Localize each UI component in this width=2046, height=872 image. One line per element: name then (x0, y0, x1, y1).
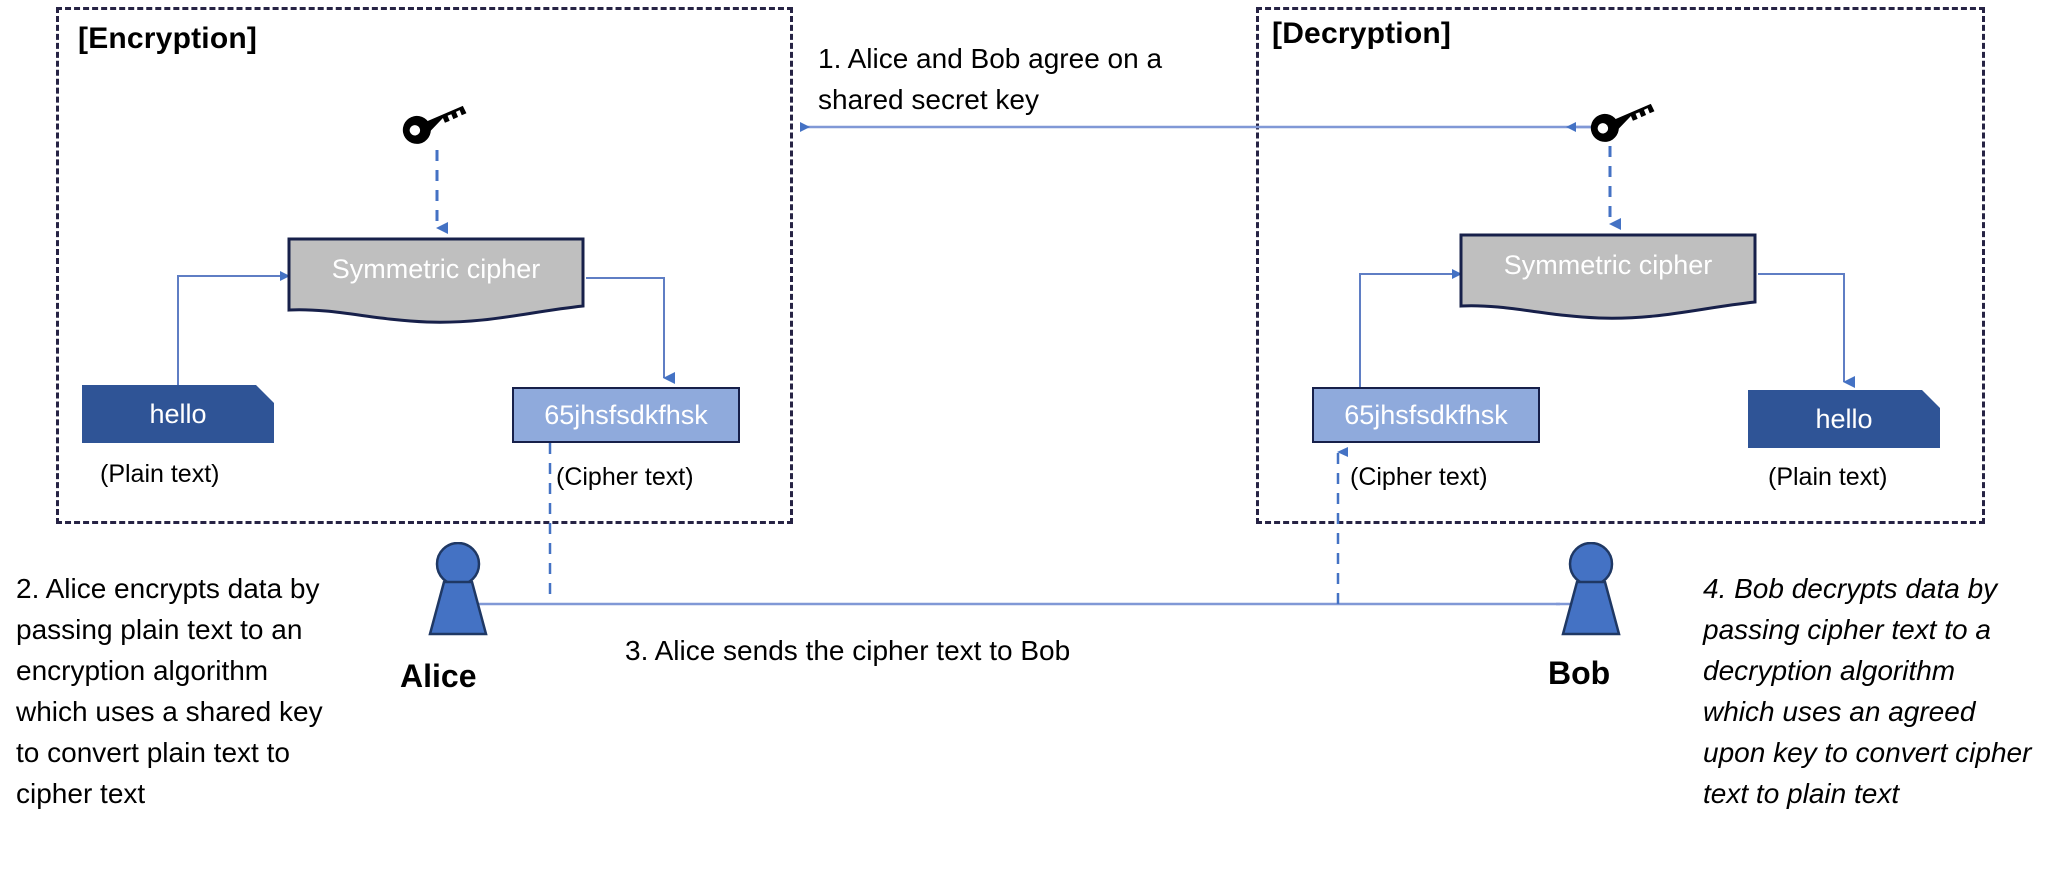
plaintext-caption: (Plain text) (100, 460, 220, 488)
step-1-text: 1. Alice and Bob agree on a shared secre… (818, 43, 1163, 115)
region-encryption (56, 7, 793, 524)
ciphertext-box-decryption: 65jhsfsdkfhsk (1312, 387, 1540, 443)
person-alice-icon (420, 541, 496, 638)
step-3-text: 3. Alice sends the cipher text to Bob (625, 635, 1071, 666)
step-4-text: 4. Bob decrypts data by passing cipher t… (1703, 573, 2032, 809)
region-decryption-title: [Decryption] (1272, 17, 1452, 50)
step-2-text: 2. Alice encrypts data by passing plain … (16, 573, 323, 809)
plaintext-caption: (Plain text) (1768, 463, 1888, 491)
person-bob-label: Bob (1548, 655, 1611, 691)
key-icon (1588, 98, 1658, 146)
plaintext-value: hello (149, 398, 207, 429)
ciphertext-box-encryption: 65jhsfsdkfhsk (512, 387, 740, 443)
process-symmetric-cipher-encryption: Symmetric cipher (287, 236, 585, 324)
region-encryption-title: [Encryption] (78, 22, 258, 55)
key-icon (400, 100, 470, 148)
person-alice-label: Alice (400, 658, 477, 694)
ciphertext-caption: (Cipher text) (556, 463, 694, 491)
plaintext-box-encryption: hello (82, 385, 274, 443)
person-bob-icon (1553, 541, 1629, 638)
process-symmetric-cipher-decryption: Symmetric cipher (1459, 232, 1757, 320)
ciphertext-caption: (Cipher text) (1350, 463, 1488, 491)
region-decryption (1256, 7, 1985, 524)
plaintext-value: hello (1815, 403, 1873, 434)
plaintext-box-decryption: hello (1748, 390, 1940, 448)
